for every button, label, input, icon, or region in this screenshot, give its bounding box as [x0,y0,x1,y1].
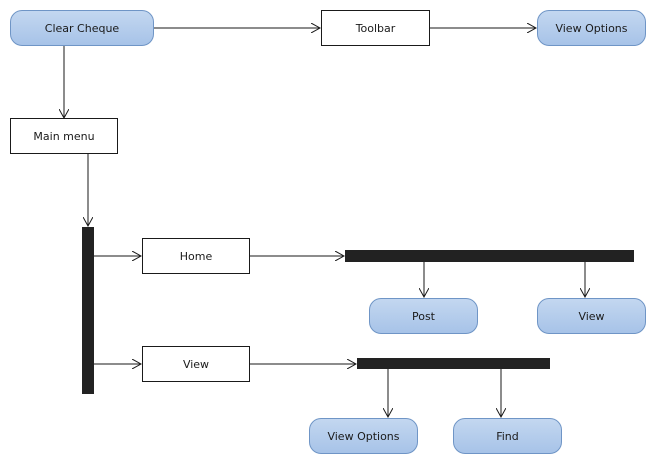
node-label: Find [496,429,519,443]
node-toolbar: Toolbar [321,10,430,46]
node-view-options-top: View Options [537,10,646,46]
fork-bar-view [357,358,550,369]
fork-bar-home [345,250,634,262]
node-label: Main menu [33,129,95,143]
node-post: Post [369,298,478,334]
node-home: Home [142,238,250,274]
node-view: View [142,346,250,382]
node-label: View [182,357,210,371]
node-label: View [578,309,605,323]
node-view-right: View [537,298,646,334]
node-main-menu: Main menu [10,118,118,154]
node-label: Home [179,249,213,263]
node-label: Clear Cheque [44,21,120,35]
node-label: View Options [327,429,400,443]
node-find: Find [453,418,562,454]
node-label: Toolbar [355,21,396,35]
node-view-options-bottom: View Options [309,418,418,454]
node-label: Post [411,309,435,323]
node-label: View Options [555,21,628,35]
fork-bar-main [82,227,94,394]
node-clear-cheque: Clear Cheque [10,10,154,46]
